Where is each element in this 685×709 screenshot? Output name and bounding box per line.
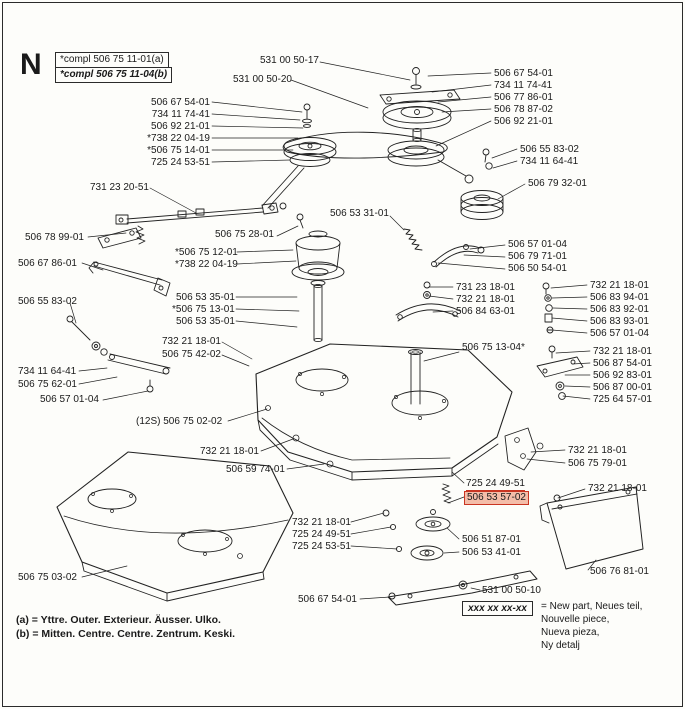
cutting-blade <box>388 571 537 605</box>
compl-ref-b: *compl 506 75 11-04(b) <box>55 67 173 83</box>
part-label: 506 67 54-01 <box>494 68 553 79</box>
part-label: 506 75 13-04* <box>462 342 525 353</box>
part-label: 506 79 71-01 <box>508 251 567 262</box>
section-letter: N <box>20 48 42 81</box>
part-label: 506 53 31-01 <box>330 208 389 219</box>
right-hardware-stack-upper <box>543 283 553 333</box>
part-label: 531 00 50-17 <box>260 55 319 66</box>
part-label: 725 24 53-51 <box>151 157 210 168</box>
part-label: 506 55 83-02 <box>520 144 579 155</box>
part-label: 506 92 21-01 <box>494 116 553 127</box>
part-label: 506 67 54-01 <box>151 97 210 108</box>
part-label: *738 22 04-19 <box>175 259 238 270</box>
center-spindle-assembly <box>292 214 344 342</box>
right-grooved-pulley <box>461 149 503 220</box>
part-label: 732 21 18-01 <box>200 446 259 457</box>
left-bolt-washers <box>67 316 107 355</box>
part-label: 506 78 99-01 <box>25 232 84 243</box>
part-label: 506 53 57-02 <box>464 491 529 505</box>
part-label: 506 75 79-01 <box>568 458 627 469</box>
mid-washers <box>424 282 431 299</box>
part-label: 506 53 35-01 <box>176 292 235 303</box>
part-label: 734 11 74-41 <box>494 80 553 91</box>
part-label: 732 21 18-01 <box>568 445 627 456</box>
part-label: 506 55 83-02 <box>18 296 77 307</box>
part-label: 506 84 63-01 <box>456 306 515 317</box>
tension-spring <box>404 229 422 250</box>
new-part-note-line: Ny detalj <box>541 640 580 651</box>
left-idler-arm <box>108 354 170 392</box>
part-label: 506 59 74-01 <box>226 464 285 475</box>
drive-belt <box>283 132 447 158</box>
part-label: 531 00 50-10 <box>482 585 541 596</box>
part-label: 506 76 81-01 <box>590 566 649 577</box>
part-label: 506 67 54-01 <box>298 594 357 605</box>
part-label: 506 75 42-02 <box>162 349 221 360</box>
part-label: 506 67 86-01 <box>18 258 77 269</box>
part-label: 731 23 20-51 <box>90 182 149 193</box>
part-label: 734 11 74-41 <box>151 109 210 120</box>
new-part-note-line: Nueva pieza, <box>541 627 600 638</box>
idler-pulley-group <box>383 484 451 560</box>
upper-curved-bracket <box>432 245 485 268</box>
new-part-note-line: Nouvelle piece, <box>541 614 610 625</box>
left-clamp-bracket <box>98 228 141 248</box>
part-label: 506 77 86-01 <box>494 92 553 103</box>
top-left-pulley-assembly <box>262 104 336 208</box>
part-label: 506 87 54-01 <box>593 358 652 369</box>
main-deck <box>256 344 543 480</box>
part-label: 732 21 18-01 <box>456 294 515 305</box>
part-label: (12S) 506 75 02-02 <box>136 416 223 427</box>
part-label: 506 83 93-01 <box>590 316 649 327</box>
part-label: 506 51 87-01 <box>462 534 521 545</box>
part-label: 531 00 50-20 <box>233 74 292 85</box>
part-label: 506 53 41-01 <box>462 547 521 558</box>
part-label: 732 21 18-01 <box>593 346 652 357</box>
part-label: *506 75 14-01 <box>147 145 210 156</box>
compl-ref-a: *compl 506 75 11-01(a) <box>55 52 169 68</box>
new-part-note-line: = New part, Neues teil, <box>541 601 643 612</box>
part-label: 732 21 18-01 <box>292 517 351 528</box>
new-part-code-box: xxx xx xx-xx <box>462 601 533 616</box>
lower-curved-bracket <box>396 304 460 321</box>
part-label: *738 22 04-19 <box>147 133 210 144</box>
part-label: 506 78 87-02 <box>494 104 553 115</box>
part-label: 506 79 32-01 <box>528 178 587 189</box>
new-part-note: = New part, Neues teil, Nouvelle piece, … <box>541 600 642 652</box>
part-label: *506 75 13-01 <box>172 304 235 315</box>
part-label: 732 21 18-01 <box>162 336 221 347</box>
part-label: 506 87 00-01 <box>593 382 652 393</box>
part-label: 506 57 01-04 <box>40 394 99 405</box>
part-label: 506 75 03-02 <box>18 572 77 583</box>
part-label: 506 83 94-01 <box>590 292 649 303</box>
part-label: 725 64 57-01 <box>593 394 652 405</box>
part-label: 725 24 53-51 <box>292 541 351 552</box>
part-label: 725 24 49-51 <box>292 529 351 540</box>
part-label: *506 75 12-01 <box>175 247 238 258</box>
legend-line-a: (a) = Yttre. Outer. Exterieur. Äusser. U… <box>16 614 221 626</box>
part-label: 732 21 18-01 <box>588 483 647 494</box>
part-label: 725 24 49-51 <box>466 478 525 492</box>
part-label: 506 57 01-04 <box>590 328 649 339</box>
part-label: 732 21 18-01 <box>590 280 649 291</box>
part-label: 734 11 64-41 <box>520 156 579 167</box>
part-label: 734 11 64-41 <box>18 366 77 377</box>
part-label: 506 57 01-04 <box>508 239 567 250</box>
part-label: 506 83 92-01 <box>590 304 649 315</box>
lower-left-deck <box>57 452 293 601</box>
top-right-pulley-assembly <box>380 68 473 184</box>
part-label: 506 75 62-01 <box>18 379 77 390</box>
part-label: 506 53 35-01 <box>176 316 235 327</box>
part-label: 506 92 83-01 <box>593 370 652 381</box>
part-label: 731 23 18-01 <box>456 282 515 293</box>
part-label: 506 75 28-01 <box>215 229 274 240</box>
part-label: 506 50 54-01 <box>508 263 567 274</box>
linkage-rod <box>116 203 286 244</box>
left-long-bracket <box>89 262 170 296</box>
right-hardware-stack-lower <box>537 346 583 399</box>
deflector-plate <box>540 487 643 569</box>
part-label: 506 92 21-01 <box>151 121 210 132</box>
legend-line-b: (b) = Mitten. Centre. Centre. Zentrum. K… <box>16 628 236 640</box>
